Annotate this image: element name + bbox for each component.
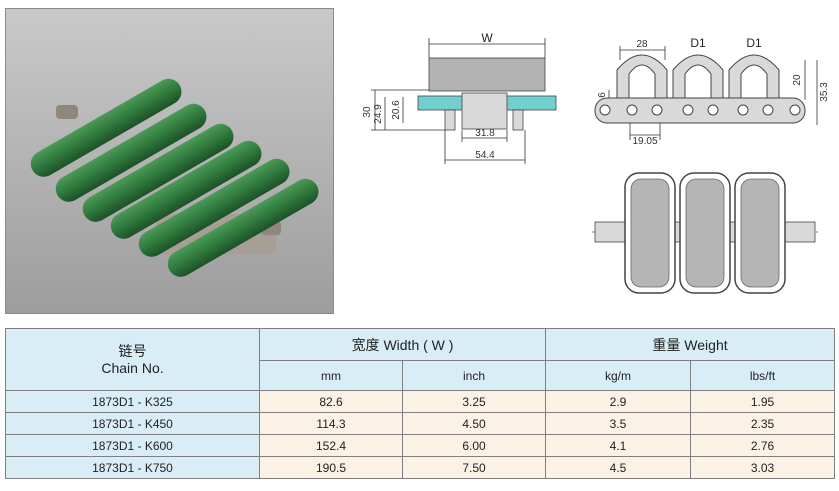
dim-w: W [481,31,493,45]
table-row: 1873D1 - K600 152.4 6.00 4.1 2.76 [5,434,836,457]
chain-photo-illustration [6,9,333,313]
cell-lbsft: 1.95 [690,390,836,413]
header-unit-lbsft: lbs/ft [690,360,836,391]
cell-chain: 1873D1 - K750 [5,456,260,479]
cell-kgm: 4.5 [545,456,692,479]
front-view-drawing: 28 D1 D1 6 20 35.3 19.05 [585,30,830,160]
cell-mm: 152.4 [259,434,403,457]
chain-pin [56,105,78,119]
header-chain-no: 链号 Chain No. [5,328,260,391]
cell-inch: 3.25 [401,390,547,413]
header-weight: 重量 Weight [545,328,836,361]
chain-link [461,92,508,130]
label-d1-b: D1 [746,36,762,50]
dim-20-6: 20.6 [391,100,402,120]
plate-section [428,57,546,92]
table-row: 1873D1 - K750 190.5 7.50 4.5 3.03 [5,456,836,479]
dim-19-05: 19.05 [632,136,657,147]
table-row: 1873D1 - K450 114.3 4.50 3.5 2.35 [5,412,836,435]
dim-6: 6 [597,92,608,98]
dim-35-3: 35.3 [819,82,830,102]
header-unit-kgm: kg/m [545,360,692,391]
product-photo [5,8,334,314]
cell-inch: 4.50 [401,412,547,435]
cell-kgm: 2.9 [545,390,692,413]
pin-holes [599,104,801,116]
cell-kgm: 3.5 [545,412,692,435]
cell-mm: 82.6 [259,390,403,413]
dim-24-9: 24.9 [373,104,384,124]
cell-mm: 190.5 [259,456,403,479]
cell-kgm: 4.1 [545,434,692,457]
spec-table: 链号 Chain No. 宽度 Width ( W ) 重量 Weight mm… [5,328,836,479]
label-d1-a: D1 [690,36,706,50]
table-row: 1873D1 - K325 82.6 3.25 2.9 1.95 [5,390,836,413]
header-chain-en: Chain No. [101,359,164,376]
dim-54-4: 54.4 [475,150,495,161]
header-unit-mm: mm [259,360,403,391]
side-view-drawing: W 30 24.9 20.6 31.8 54.4 [345,30,560,185]
header-chain-cn: 链号 [118,342,147,359]
header-width: 宽度 Width ( W ) [258,328,547,361]
cell-mm: 114.3 [259,412,403,435]
cell-lbsft: 3.03 [690,456,836,479]
dim-28: 28 [636,39,648,50]
header-unit-inch: inch [401,360,547,391]
dim-30: 30 [362,106,373,118]
cell-inch: 6.00 [401,434,547,457]
cell-lbsft: 2.76 [690,434,836,457]
cell-chain: 1873D1 - K450 [5,412,260,435]
green-plates [30,78,319,277]
cell-inch: 7.50 [401,456,547,479]
chain-strip [594,97,806,124]
plan-view-drawing [590,168,820,303]
cell-chain: 1873D1 - K600 [5,434,260,457]
cell-chain: 1873D1 - K325 [5,390,260,413]
dim-20: 20 [792,74,803,86]
cell-lbsft: 2.35 [690,412,836,435]
dim-31-8: 31.8 [475,128,495,139]
